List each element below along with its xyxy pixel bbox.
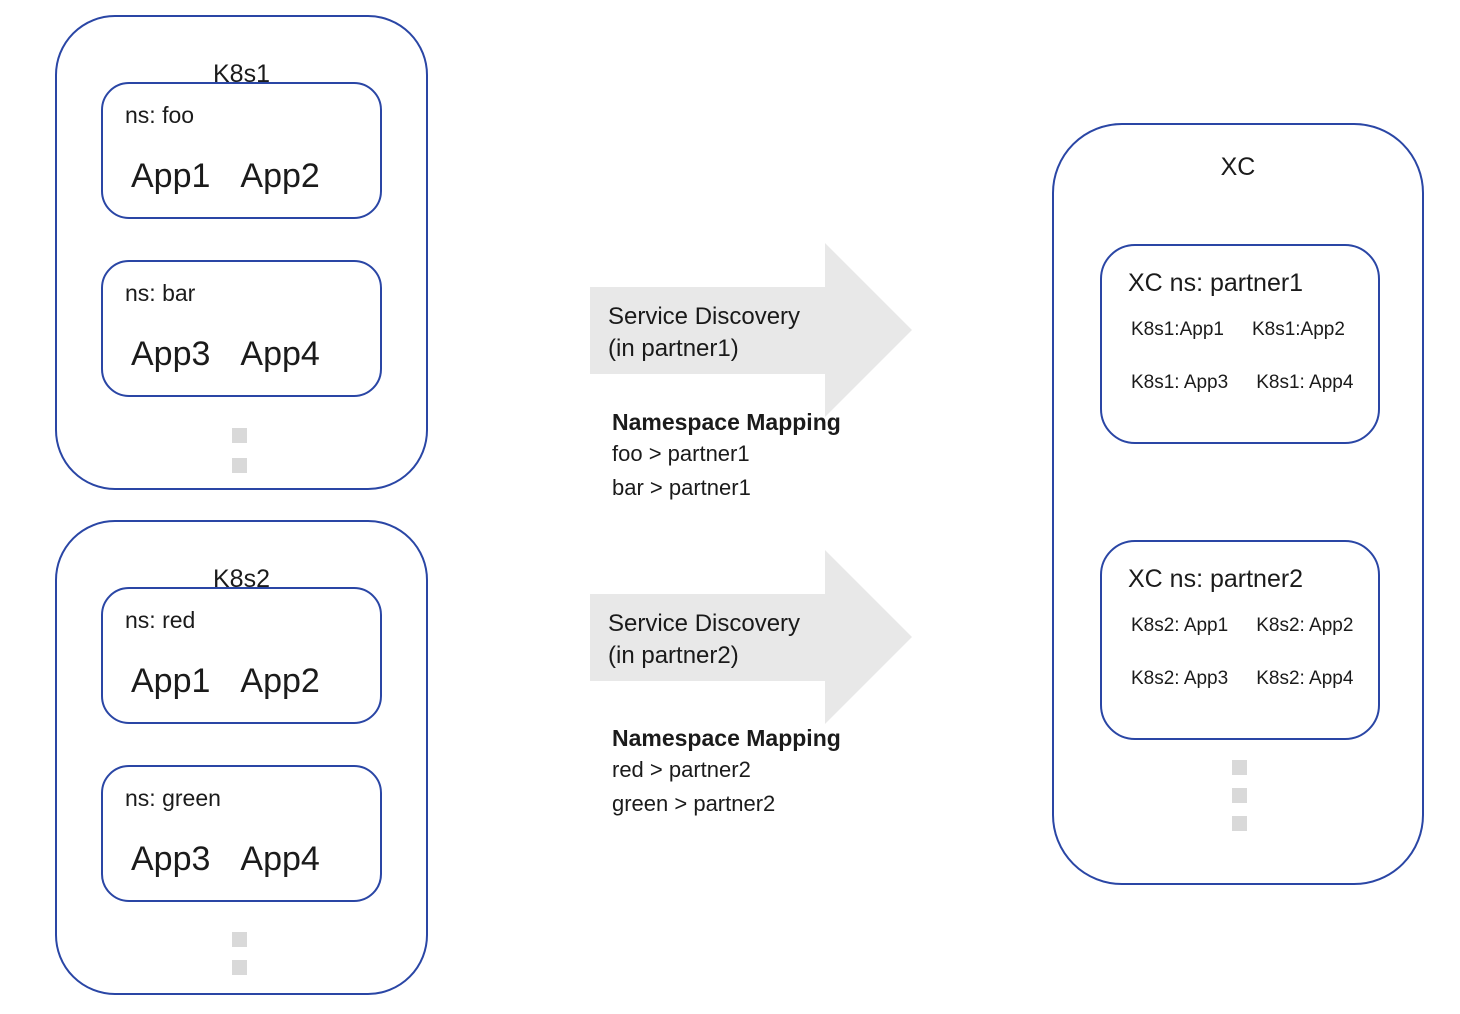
mapping-line: green > partner2 [612, 791, 776, 816]
app-list: App3 App4 [131, 839, 320, 879]
app-label: App1 [131, 157, 211, 195]
app-list: App1 App2 [131, 661, 320, 701]
app-label: App2 [240, 662, 320, 700]
xc-app-label: K8s1:App1 [1131, 319, 1224, 340]
service-discovery-arrow-1: Service Discovery (in partner1) [590, 243, 912, 417]
namespace-box-bar: ns: bar App3 App4 [101, 260, 382, 397]
vertical-ellipsis-dot [1232, 788, 1247, 803]
namespace-label: ns: green [125, 785, 221, 811]
app-label: App3 [131, 335, 211, 373]
namespace-box-foo: ns: foo App1 App2 [101, 82, 382, 219]
app-list: App1 App2 [131, 156, 320, 196]
vertical-ellipsis-dot [232, 428, 247, 443]
namespace-mapping-title: Namespace Mapping [612, 409, 841, 435]
namespace-label: ns: red [125, 607, 196, 633]
xc-box: XC XC ns: partner1 K8s1:App1 K8s1:App2 K… [1052, 123, 1424, 885]
app-label: App4 [240, 840, 320, 878]
cluster-box-k8s1: K8s1 ns: foo App1 App2 ns: bar App3 App4 [55, 15, 428, 490]
arrow-label-line1: Service Discovery [608, 303, 801, 330]
service-discovery-arrow-2: Service Discovery (in partner2) [590, 550, 912, 724]
vertical-ellipsis-dot [232, 960, 247, 975]
namespace-box-red: ns: red App1 App2 [101, 587, 382, 724]
xc-title: XC [1220, 153, 1256, 181]
vertical-ellipsis-dot [1232, 816, 1247, 831]
xc-namespace-label: XC ns: partner1 [1128, 269, 1304, 297]
vertical-ellipsis-dot [1232, 760, 1247, 775]
xc-app-row: K8s2: App1 K8s2: App2 [1131, 615, 1353, 637]
arrow-label-line1: Service Discovery [608, 610, 801, 637]
arrow-label: Service Discovery (in partner1) [608, 301, 800, 365]
vertical-ellipsis-dot [232, 932, 247, 947]
xc-app-label: K8s2: App3 [1131, 668, 1229, 689]
xc-namespace-label: XC ns: partner2 [1128, 565, 1304, 593]
xc-app-label: K8s2: App1 [1131, 615, 1229, 636]
xc-app-row: K8s2: App3 K8s2: App4 [1131, 668, 1353, 690]
xc-app-label: K8s2: App4 [1256, 668, 1354, 689]
app-label: App2 [240, 157, 320, 195]
app-label: App4 [240, 335, 320, 373]
mapping-line: red > partner2 [612, 757, 751, 782]
xc-namespace-box-partner1: XC ns: partner1 K8s1:App1 K8s1:App2 K8s1… [1100, 244, 1380, 444]
xc-namespace-box-partner2: XC ns: partner2 K8s2: App1 K8s2: App2 K8… [1100, 540, 1380, 740]
arrow-label-line2: (in partner2) [608, 642, 739, 669]
namespace-mapping-title: Namespace Mapping [612, 725, 841, 751]
xc-app-label: K8s1:App2 [1251, 319, 1345, 340]
mapping-line: bar > partner1 [612, 475, 751, 500]
xc-app-row: K8s1:App1 K8s1:App2 [1131, 319, 1345, 341]
app-label: App3 [131, 840, 211, 878]
namespace-box-green: ns: green App3 App4 [101, 765, 382, 902]
app-list: App3 App4 [131, 334, 320, 374]
xc-app-row: K8s1: App3 K8s1: App4 [1131, 372, 1353, 394]
xc-app-label: K8s1: App3 [1131, 372, 1229, 393]
vertical-ellipsis-dot [232, 458, 247, 473]
arrow-label-line2: (in partner1) [608, 335, 739, 362]
mapping-line: foo > partner1 [612, 441, 750, 466]
cluster-box-k8s2: K8s2 ns: red App1 App2 ns: green App3 Ap… [55, 520, 428, 995]
xc-app-label: K8s2: App2 [1256, 615, 1354, 636]
app-label: App1 [131, 662, 211, 700]
namespace-label: ns: bar [125, 280, 196, 306]
namespace-mapping-block-1: Namespace Mapping foo > partner1 bar > p… [612, 407, 841, 505]
namespace-label: ns: foo [125, 102, 195, 128]
arrow-label: Service Discovery (in partner2) [608, 608, 800, 672]
xc-app-label: K8s1: App4 [1256, 372, 1354, 393]
namespace-mapping-block-2: Namespace Mapping red > partner2 green >… [612, 723, 841, 821]
